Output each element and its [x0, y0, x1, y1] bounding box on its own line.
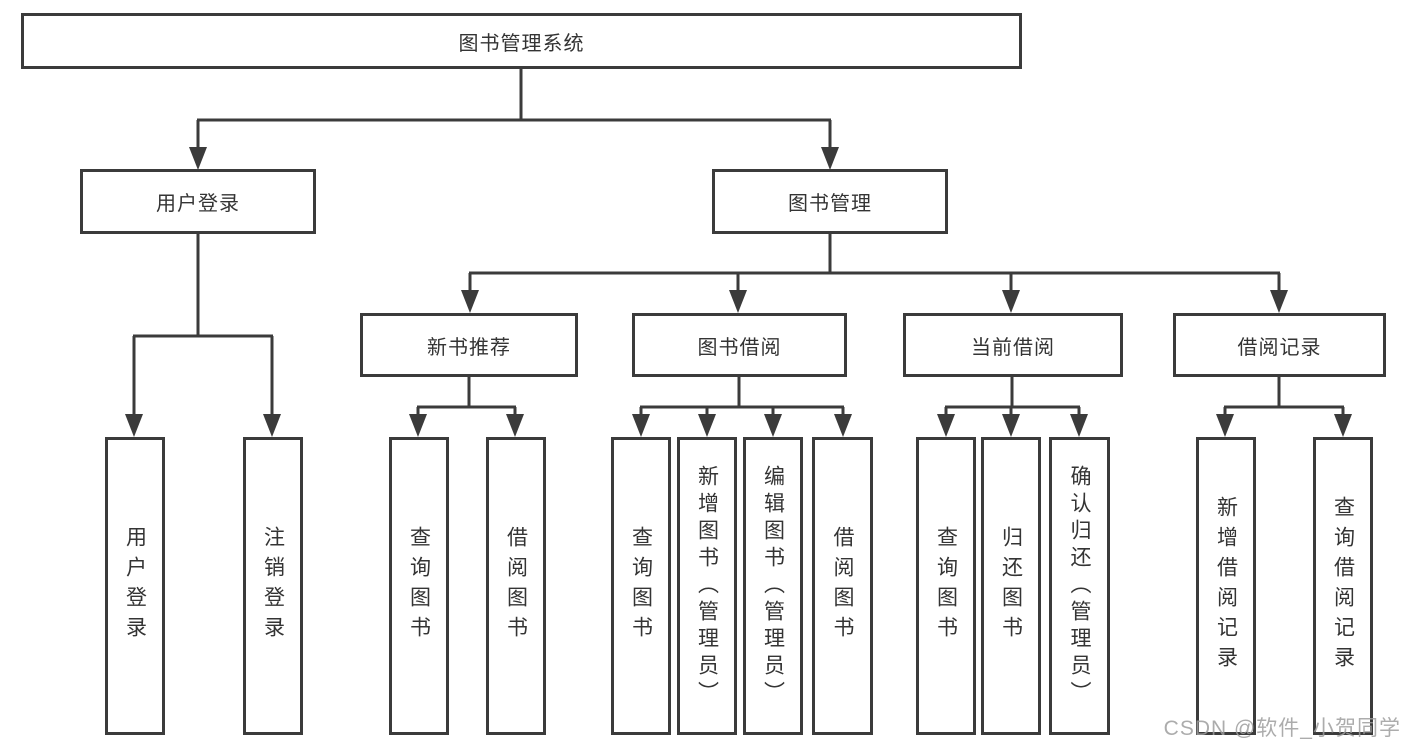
node-borrow-records: 借阅记录	[1173, 313, 1386, 377]
arrowhead-icon	[409, 414, 427, 437]
arrowhead-icon	[1002, 290, 1020, 313]
leaf-confirm-return-admin: 确认归还（管理员）	[1049, 437, 1110, 735]
leaf-borrow-books-recommend: 借阅图书	[486, 437, 546, 735]
arrowhead-icon	[506, 414, 524, 437]
node-library-system-label: 图书管理系统	[458, 32, 585, 55]
node-book-management-label: 图书管理	[788, 193, 872, 215]
node-new-book-recommend-label: 新书推荐	[427, 336, 511, 359]
arrowhead-icon	[729, 290, 747, 313]
arrowhead-icon	[834, 414, 852, 437]
arrowhead-icon	[632, 414, 650, 437]
node-user-login-label: 用户登录	[156, 193, 240, 215]
csdn-watermark: CSDN @软件_小贺同学	[1163, 717, 1401, 740]
arrowhead-icon	[189, 147, 207, 170]
leaf-add-book-admin-label: 新增图书（管理员）	[695, 464, 719, 708]
arrowhead-icon	[1216, 414, 1234, 437]
leaf-return-book: 归还图书	[981, 437, 1041, 735]
leaf-borrow-books-2: 借阅图书	[812, 437, 873, 735]
arrowhead-icon	[1270, 290, 1288, 313]
leaf-add-book-admin: 新增图书（管理员）	[677, 437, 737, 735]
node-library-system: 图书管理系统	[21, 13, 1022, 69]
leaf-query-books-recommend-label: 查询图书	[407, 526, 431, 646]
arrowhead-icon	[698, 414, 716, 437]
node-current-borrow: 当前借阅	[903, 313, 1123, 377]
arrowhead-icon	[764, 414, 782, 437]
arrowhead-icon	[1070, 414, 1088, 437]
node-book-borrow: 图书借阅	[632, 313, 847, 377]
node-user-login: 用户登录	[80, 169, 316, 234]
leaf-query-books-current-label: 查询图书	[934, 526, 958, 646]
arrowhead-icon	[1002, 414, 1020, 437]
leaf-query-books-borrow-label: 查询图书	[629, 526, 653, 646]
leaf-edit-book-admin: 编辑图书（管理员）	[743, 437, 803, 735]
leaf-query-books-current: 查询图书	[916, 437, 976, 735]
arrowhead-icon	[821, 147, 839, 170]
arrowhead-icon	[125, 414, 143, 437]
node-book-management: 图书管理	[712, 169, 948, 234]
leaf-borrow-books-2-label: 借阅图书	[831, 526, 854, 646]
node-new-book-recommend: 新书推荐	[360, 313, 578, 377]
leaf-add-borrow-record: 新增借阅记录	[1196, 437, 1256, 735]
leaf-logout: 注销登录	[243, 437, 303, 735]
node-book-borrow-label: 图书借阅	[697, 336, 782, 359]
leaf-logout-label: 注销登录	[261, 526, 285, 646]
arrowhead-icon	[263, 414, 281, 437]
leaf-edit-book-admin-label: 编辑图书（管理员）	[761, 464, 785, 708]
leaf-borrow-books-recommend-label: 借阅图书	[504, 526, 528, 646]
leaf-user-login-label: 用户登录	[123, 526, 147, 646]
arrowhead-icon	[1334, 414, 1352, 437]
leaf-query-books-borrow: 查询图书	[611, 437, 671, 735]
arrowhead-icon	[937, 414, 955, 437]
leaf-query-books-recommend: 查询图书	[389, 437, 449, 735]
leaf-confirm-return-admin-label: 确认归还（管理员）	[1068, 464, 1091, 708]
leaf-user-login: 用户登录	[105, 437, 165, 735]
arrowhead-icon	[461, 290, 479, 313]
leaf-query-borrow-record-label: 查询借阅记录	[1331, 496, 1355, 676]
leaf-add-borrow-record-label: 新增借阅记录	[1214, 496, 1238, 676]
leaf-query-borrow-record: 查询借阅记录	[1313, 437, 1373, 735]
leaf-return-book-label: 归还图书	[999, 526, 1023, 646]
node-current-borrow-label: 当前借阅	[971, 336, 1055, 359]
node-borrow-records-label: 借阅记录	[1237, 336, 1322, 359]
